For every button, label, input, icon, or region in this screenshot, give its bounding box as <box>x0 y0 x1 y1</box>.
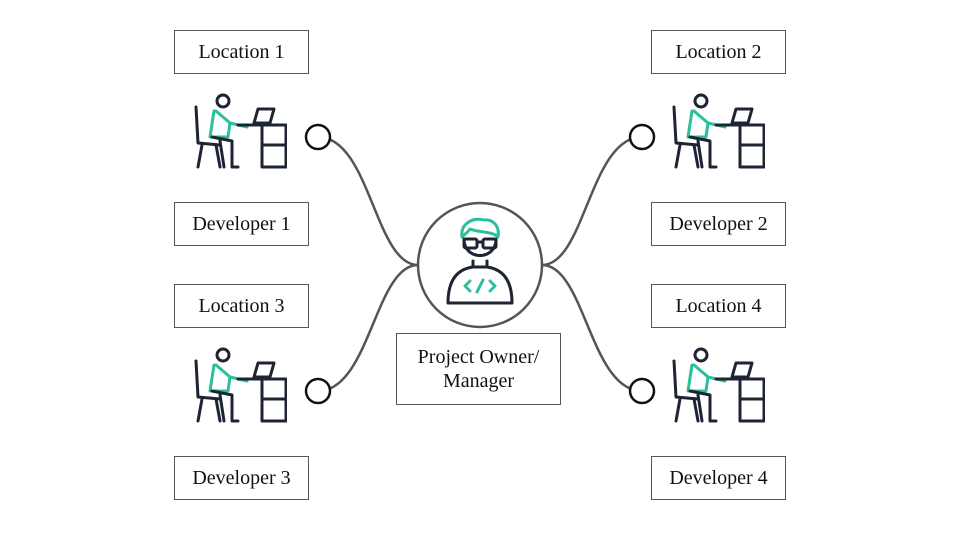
connector-dot-2 <box>628 123 656 151</box>
developer-icon-3 <box>192 347 287 427</box>
connector-dot-4 <box>628 377 656 405</box>
developer-icon-2 <box>670 93 765 173</box>
location-3-label: Location 3 <box>174 284 309 328</box>
developer-1-label: Developer 1 <box>174 202 309 246</box>
manager-icon <box>446 217 514 305</box>
location-4-label: Location 4 <box>651 284 786 328</box>
location-2-label: Location 2 <box>651 30 786 74</box>
developer-4-label: Developer 4 <box>651 456 786 500</box>
manager-label-line-1: Project Owner/ <box>417 346 540 368</box>
manager-label: Project Owner/ Manager <box>396 333 561 405</box>
developer-3-label: Developer 3 <box>174 456 309 500</box>
connector-line-3 <box>317 263 419 393</box>
developer-2-label: Developer 2 <box>651 202 786 246</box>
connector-dot-1 <box>304 123 332 151</box>
location-1-label: Location 1 <box>174 30 309 74</box>
connector-line-4 <box>541 263 643 393</box>
developer-icon-1 <box>192 93 287 173</box>
connector-line-1 <box>317 135 419 267</box>
connector-dot-3 <box>304 377 332 405</box>
manager-label-line-2: Manager <box>442 370 515 392</box>
developer-icon-4 <box>670 347 765 427</box>
connector-line-2 <box>541 135 643 267</box>
